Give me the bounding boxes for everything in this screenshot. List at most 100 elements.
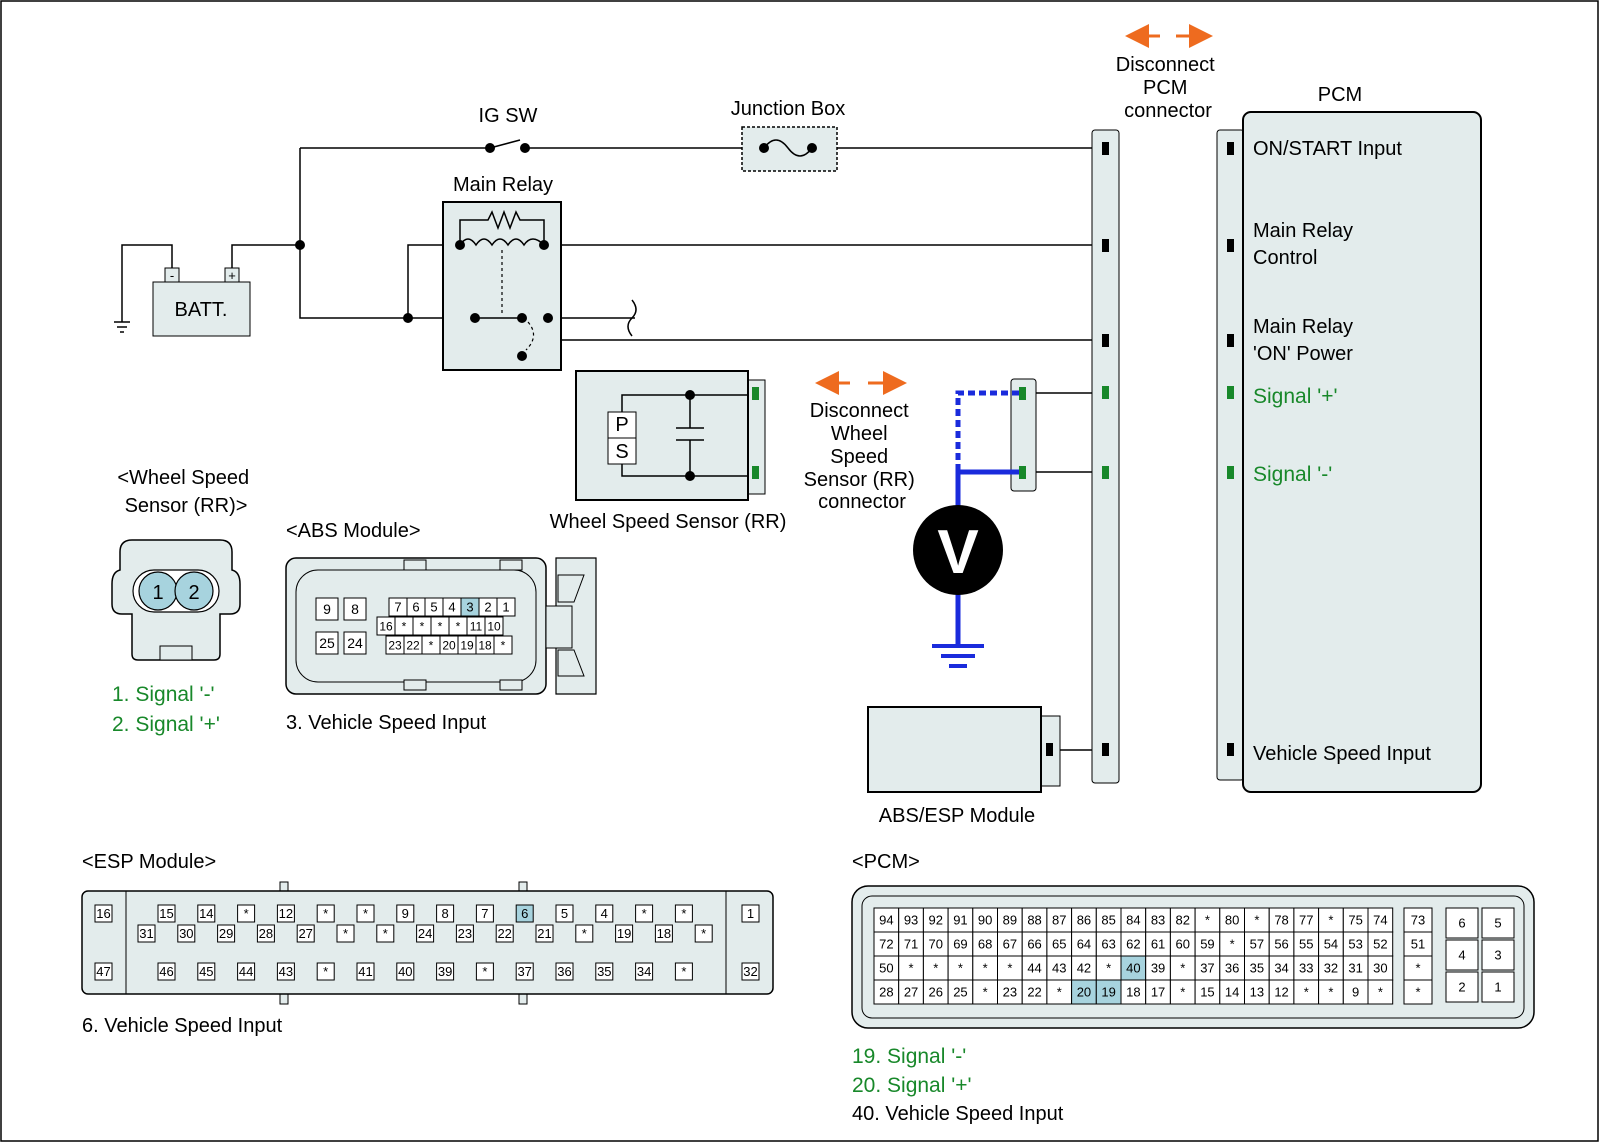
pcm-vehicle-speed-input: Vehicle Speed Input: [1253, 743, 1431, 765]
connector-pin-label: 54: [1324, 937, 1338, 952]
connector-pin-cell: [1318, 931, 1344, 957]
connector-pin-cell: [1403, 907, 1433, 933]
pcm-signal-plus: Signal '+': [1253, 385, 1338, 408]
connector-pin-cell: [1120, 907, 1147, 933]
connector-pin-label: 43: [279, 964, 293, 979]
connector-pin-label: 9: [1352, 985, 1359, 1000]
connector-pin-label: 23: [1003, 985, 1017, 1000]
connector-pin-cell: [495, 924, 514, 943]
wss-connector-face: [111, 539, 241, 661]
connector-pin-label: 5: [561, 906, 568, 921]
connector-pin-label: 52: [1373, 937, 1387, 952]
connector-pin-label: 85: [1101, 913, 1115, 928]
connector-pin-label: 67: [1003, 937, 1017, 952]
connector-pin-cell: [535, 924, 554, 943]
pcm-signal-minus: Signal '-': [1253, 463, 1332, 486]
connector-pin-cell: [1219, 979, 1246, 1005]
connector-pin-label: 36: [557, 964, 571, 979]
connector-pin-label: *: [1415, 985, 1420, 1000]
connector-pin-label: 56: [1274, 937, 1288, 952]
connector-pin-cell: [475, 962, 494, 981]
connector-pin-cell: [1403, 931, 1433, 957]
pcm-legend-19: 19. Signal '-': [852, 1045, 966, 1068]
pcm-main-relay-control: Main Relay Control: [1253, 220, 1359, 269]
connector-pin-label: 32: [1324, 961, 1338, 976]
connector-pin-cell: [343, 631, 367, 655]
abs-esp-module-label: ABS/ESP Module: [879, 805, 1035, 827]
connector-pin-label: 8: [441, 906, 448, 921]
connector-pin-label: 9: [402, 906, 409, 921]
connector-pin-label: 68: [978, 937, 992, 952]
connector-pin-label: 86: [1077, 913, 1091, 928]
connector-pin-cell: [316, 904, 335, 923]
connector-pin-cell: [157, 904, 176, 923]
connector-pin-label: *: [420, 619, 425, 633]
connector-pin-label: 25: [953, 985, 967, 1000]
connector-pin-label: 31: [1348, 961, 1362, 976]
connector-pin-label: *: [701, 926, 706, 941]
connector-pin-label: 6: [521, 906, 528, 921]
connector-pin-label: *: [323, 906, 328, 921]
connector-pin-cell: [1120, 979, 1147, 1005]
connector-pin-cell: [396, 904, 415, 923]
connector-pin-label: 42: [1077, 961, 1091, 976]
connector-pin-cell: [276, 962, 295, 981]
connector-pin-label: *: [1230, 937, 1235, 952]
connector-pin-label: 14: [1225, 985, 1239, 1000]
connector-pin-cell: [356, 962, 375, 981]
connector-pin-label: 22: [406, 638, 420, 652]
connector-pin-label: 92: [929, 913, 943, 928]
connector-pin-cell: [555, 962, 574, 981]
connector-pin-label: *: [1180, 961, 1185, 976]
connector-pin-cell: [1268, 955, 1295, 981]
connector-pin-label: *: [501, 638, 506, 652]
connector-pin-label: 19: [617, 926, 631, 941]
connector-pin-cell: [654, 924, 673, 943]
connector-pin-cell: [455, 924, 474, 943]
wheel-speed-sensor: [575, 370, 766, 501]
connector-pin-label: 31: [139, 926, 153, 941]
connector-pin-label: 6: [1458, 916, 1465, 931]
connector-pin-label: 10: [487, 619, 501, 633]
connector-pin-label: *: [402, 619, 407, 633]
connector-pin-label: 20: [442, 638, 456, 652]
connector-pin-label: 88: [1027, 913, 1041, 928]
connector-pin-label: *: [363, 906, 368, 921]
connector-pin-label: *: [909, 961, 914, 976]
connector-pin-cell: [336, 924, 355, 943]
connector-pin-label: 60: [1176, 937, 1190, 952]
connector-pin-label: 83: [1151, 913, 1165, 928]
connector-pin-cell: [256, 924, 275, 943]
pcm-legend-20: 20. Signal '+': [852, 1074, 972, 1097]
connector-pin-label: 90: [978, 913, 992, 928]
connector-pin-label: 82: [1176, 913, 1190, 928]
connector-pin-cell: [94, 962, 113, 981]
connector-pin-cell: [1169, 979, 1196, 1005]
junction-box-label: Junction Box: [731, 98, 846, 120]
connector-pin-cell: [947, 907, 974, 933]
connector-pin-label: 40: [1126, 961, 1140, 976]
connector-pin-cell: [1095, 931, 1122, 957]
connector-pin-label: 63: [1101, 937, 1115, 952]
connector-pin-label: 73: [1411, 913, 1425, 928]
connector-pin-label: 29: [219, 926, 233, 941]
connector-pin-label: 22: [497, 926, 511, 941]
connector-pin-label: 65: [1052, 937, 1066, 952]
connector-pin-label: 9: [323, 601, 331, 617]
connector-pin-label: 87: [1052, 913, 1066, 928]
connector-pin-label: 35: [597, 964, 611, 979]
connector-pin-cell: [1194, 979, 1221, 1005]
disconnect-pcm-label: Disconnect PCM connector: [1116, 54, 1221, 122]
connector-pin-cell: [1367, 979, 1394, 1005]
connector-pin-label: 12: [279, 906, 293, 921]
connector-pin-label: 37: [1200, 961, 1214, 976]
connector-pin-label: 78: [1274, 913, 1288, 928]
connector-pin-cell: [674, 904, 693, 923]
connector-pin-label: 21: [537, 926, 551, 941]
connector-pin-label: 53: [1348, 937, 1362, 952]
connector-pin-cell: [177, 924, 196, 943]
connector-pin-cell: [873, 955, 900, 981]
connector-pin-label: 16: [96, 906, 110, 921]
connector-pin-cell: [635, 904, 654, 923]
